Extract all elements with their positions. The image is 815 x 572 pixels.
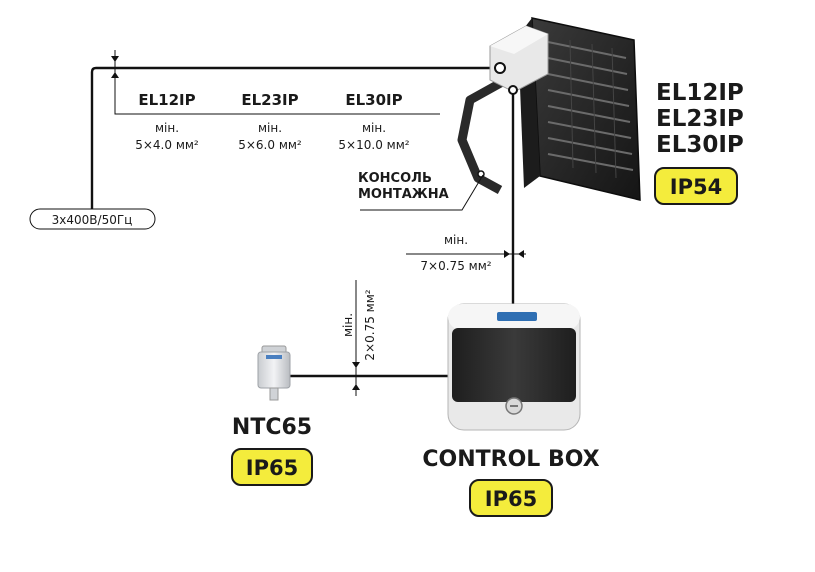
bracket-label-line2: МОНТАЖНА <box>358 187 449 202</box>
heater-grille <box>547 41 634 171</box>
wires <box>90 66 515 378</box>
control-box-front <box>452 328 576 402</box>
control-cable-min: мін. <box>444 233 468 247</box>
cable-spec-el12ip: 5×4.0 мм² <box>135 138 199 152</box>
bracket-label-line1: КОНСОЛЬ <box>358 171 432 186</box>
sensor-ip-text: IP65 <box>246 456 298 480</box>
control-box-ip-text: IP65 <box>485 487 537 511</box>
sensor-cable-min: мін. <box>341 313 355 337</box>
control-box-device <box>447 303 581 431</box>
sensor-cable-annotation: мін. 2×0.75 мм² <box>341 280 377 396</box>
control-box-logo <box>497 312 537 321</box>
ntc-sensor-device <box>257 345 291 401</box>
sensor-cable-spec: 2×0.75 мм² <box>363 289 377 360</box>
heater-ip-badge: IP54 <box>654 167 738 205</box>
supply-wire <box>90 66 500 218</box>
heater-unit <box>457 17 641 201</box>
min-label-el23ip: мін. <box>258 121 282 135</box>
control-box-ip-badge: IP65 <box>469 479 553 517</box>
control-cable-annotation: мін. 7×0.75 мм² <box>406 233 526 273</box>
model-header-el23ip: EL23IP <box>241 91 298 109</box>
heater-model-el30ip: EL30IP <box>656 132 744 158</box>
supply-terminal <box>494 62 506 74</box>
supply-cable-annotation <box>111 50 440 115</box>
min-label-el12ip: мін. <box>155 121 179 135</box>
heater-model-el23ip: EL23IP <box>656 106 744 132</box>
control-cable-spec: 7×0.75 мм² <box>420 259 491 273</box>
model-header-el12ip: EL12IP <box>138 91 195 109</box>
mounting-bracket <box>457 76 509 194</box>
heater-model-el12ip: EL12IP <box>656 80 744 106</box>
supply-label: 3x400В/50Гц <box>29 208 156 230</box>
model-header-el30ip: EL30IP <box>345 91 402 109</box>
bracket-leader-line <box>360 174 484 211</box>
sensor-ip-badge: IP65 <box>231 448 313 486</box>
models-table: EL12IP EL23IP EL30IP мін. мін. мін. 5×4.… <box>135 91 410 152</box>
cable-spec-el30ip: 5×10.0 мм² <box>338 138 409 152</box>
heater-ip-text: IP54 <box>670 175 722 199</box>
min-label-el30ip: мін. <box>362 121 386 135</box>
cable-spec-el23ip: 5×6.0 мм² <box>238 138 302 152</box>
sensor-label: NTC65 <box>232 415 312 440</box>
control-terminal <box>508 85 518 95</box>
control-box-label: CONTROL BOX <box>422 447 599 472</box>
supply-voltage-text: 3x400В/50Гц <box>52 213 133 227</box>
